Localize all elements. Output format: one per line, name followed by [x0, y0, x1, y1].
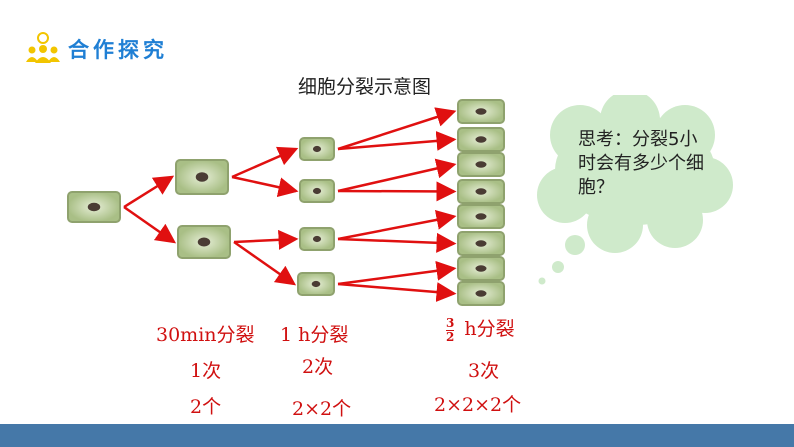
cell: [457, 231, 505, 256]
cell: [299, 227, 335, 251]
thought-question: 思考：分裂5小时会有多少个细胞？: [578, 129, 704, 198]
arrow: [337, 282, 457, 303]
cell: [299, 137, 335, 161]
section-title: 合作探究: [68, 38, 168, 62]
stage2-time-unit: h分裂: [298, 324, 349, 346]
arrow: [337, 232, 457, 253]
arrow: [231, 175, 299, 198]
bottom-bar: [0, 424, 794, 447]
header: [24, 28, 224, 68]
cell: [177, 225, 231, 259]
cell: [457, 204, 505, 229]
fraction-denominator: 2: [446, 329, 455, 344]
cell: [457, 179, 505, 204]
arrow: [337, 181, 457, 202]
cell: [299, 179, 335, 203]
stage2-count: 2次: [302, 356, 334, 378]
stage1-time: 30min分裂: [156, 324, 255, 346]
arrow: [337, 107, 457, 151]
fraction-numerator: 3: [446, 315, 455, 330]
cell: [457, 99, 505, 124]
diagram-title: 细胞分裂示意图: [298, 76, 432, 98]
stage1-cells: 2个: [190, 396, 222, 418]
arrow: [337, 130, 457, 151]
stage2-cells: 2×2个: [292, 398, 352, 420]
team-lightbulb-icon: [26, 32, 60, 63]
stage3-time-unit: h分裂: [464, 318, 515, 340]
stage3-cells: 2×2×2个: [434, 394, 522, 416]
arrow: [123, 175, 175, 209]
cell: [67, 191, 121, 223]
stage3-count: 3次: [468, 360, 500, 382]
arrow: [233, 229, 299, 250]
arrow: [337, 210, 457, 241]
cell: [457, 152, 505, 177]
cell: [457, 281, 505, 306]
cell: [175, 159, 229, 195]
thought-cloud: [537, 95, 733, 285]
stage2-time-num: 1: [280, 324, 293, 346]
arrow: [337, 158, 457, 193]
arrow: [123, 205, 177, 244]
stage1-count: 1次: [190, 360, 222, 382]
arrow: [337, 260, 457, 286]
arrow: [231, 146, 299, 179]
arrow: [233, 240, 297, 286]
stage2-time: 1 h分裂: [280, 320, 348, 347]
cell: [457, 127, 505, 152]
cell: [457, 256, 505, 281]
cell: [297, 272, 335, 296]
